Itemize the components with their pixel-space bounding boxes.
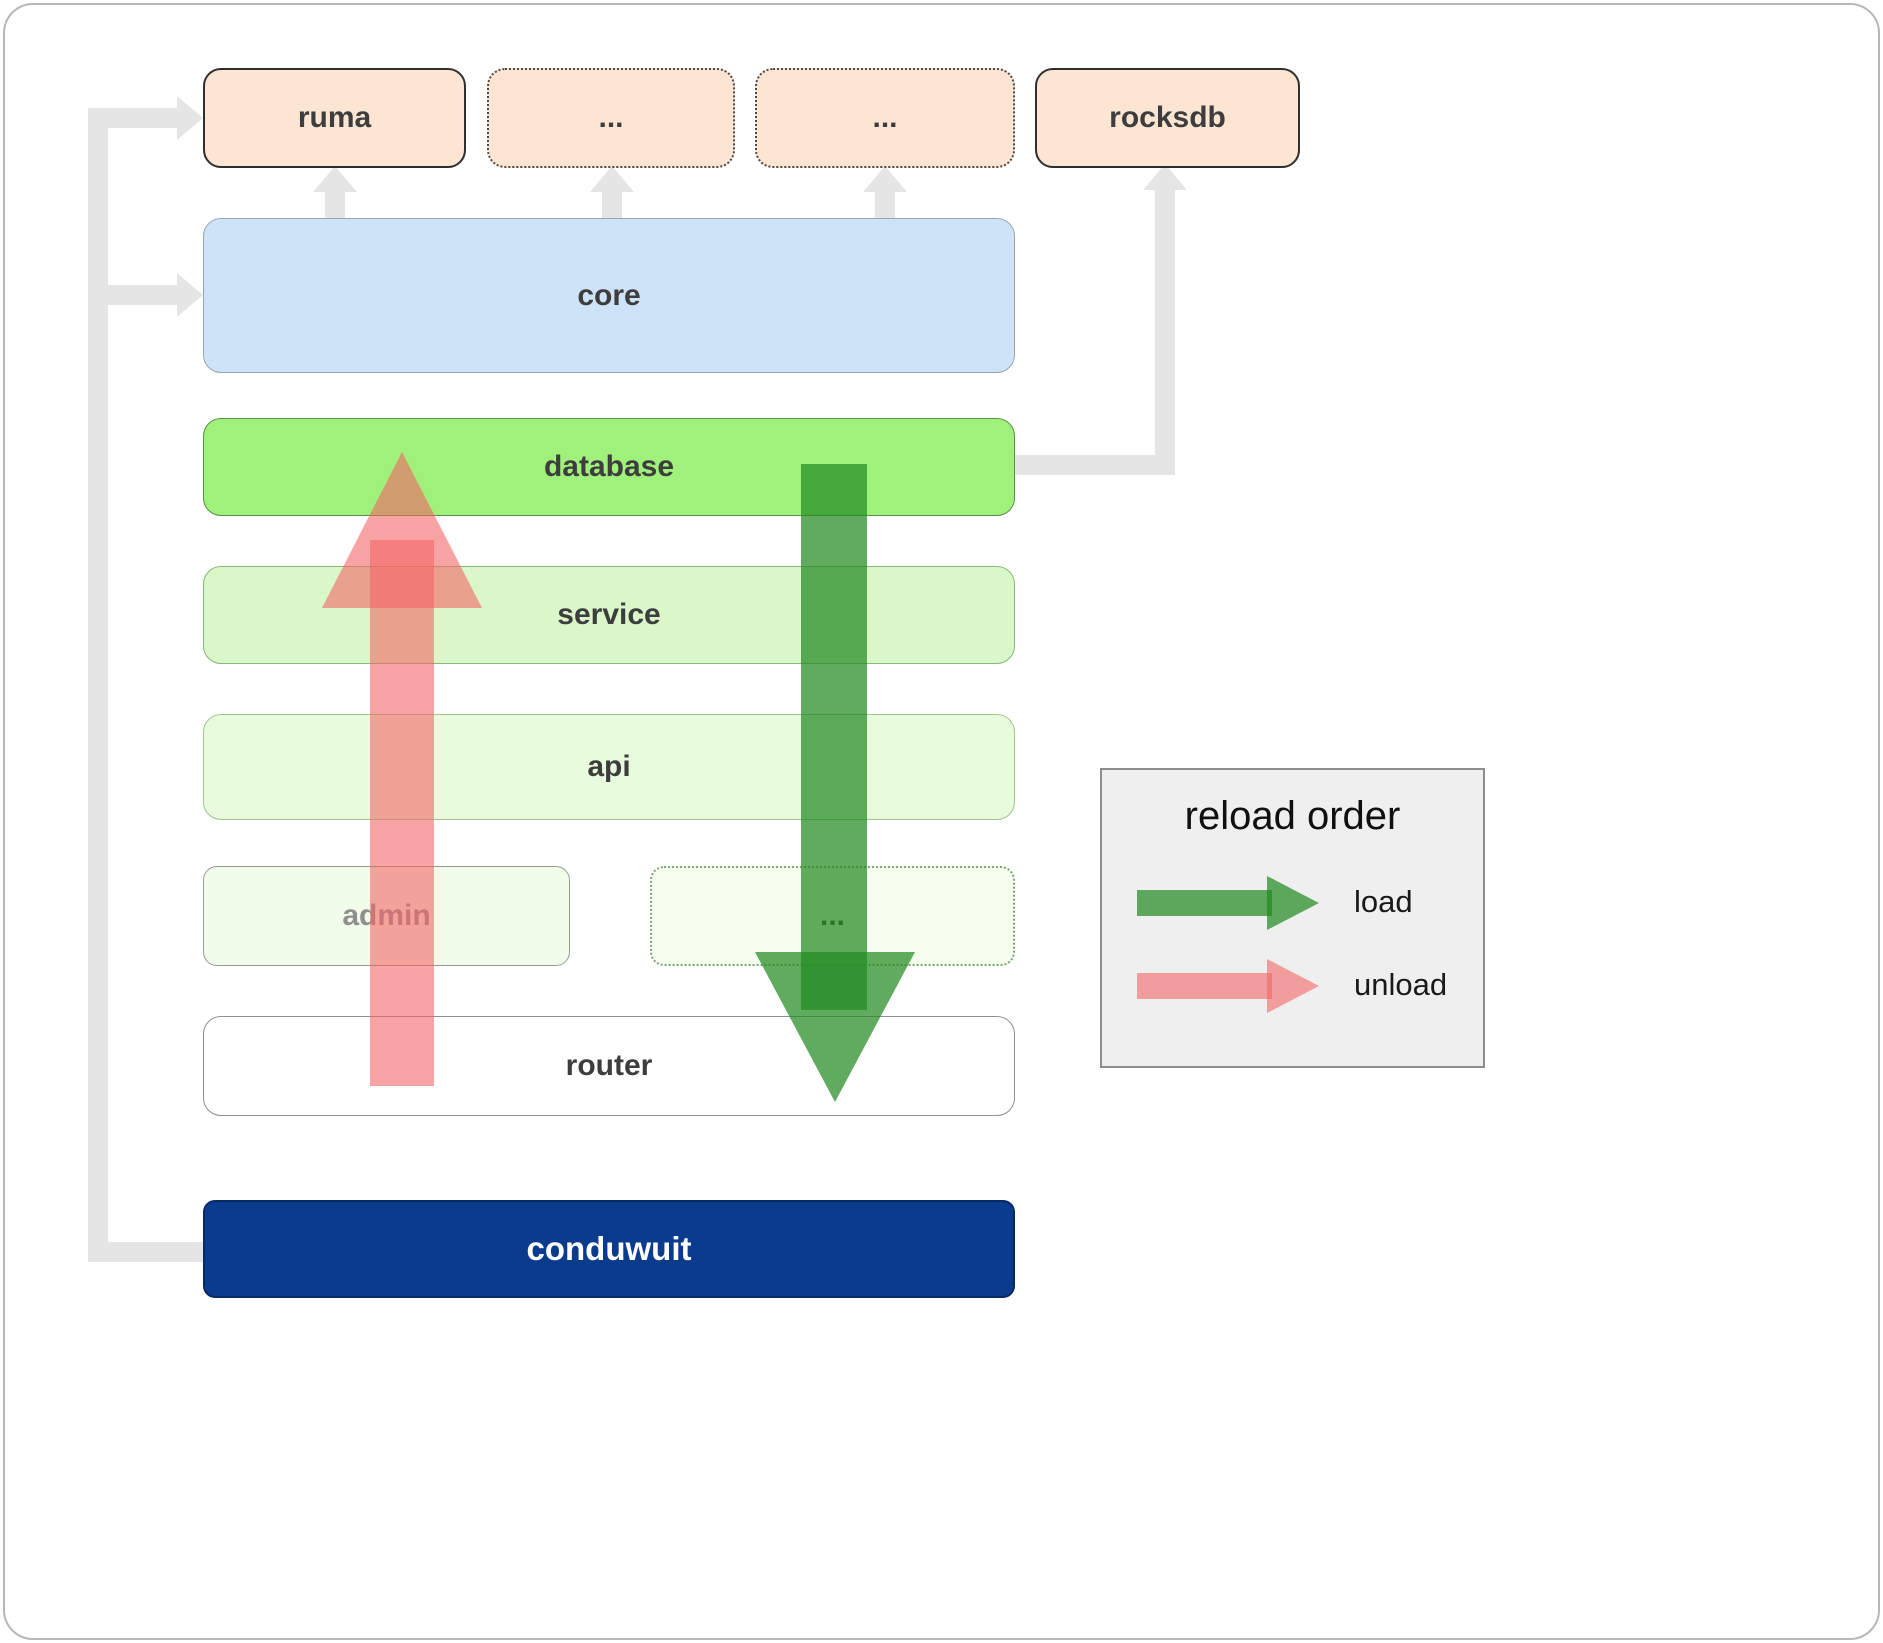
dep-arrow-core-to-ext2-head-icon (863, 166, 907, 192)
dep-arrow-conduwuit-to-ruma-horizontal (88, 108, 177, 128)
legend-load-label: load (1354, 884, 1413, 919)
legend-panel: reload order load unload (1100, 768, 1485, 1068)
ruma-label: ruma (297, 101, 372, 134)
api-label: api (587, 750, 631, 783)
dep-arrow-core-to-ext1-shaft (602, 190, 622, 219)
conduwuit-label: conduwuit (526, 1230, 692, 1267)
diagram-frame (3, 3, 1880, 1640)
dep-arrow-core-to-ext2-shaft (875, 190, 895, 219)
dep-arrow-database-to-rocksdb-head-icon (1143, 164, 1187, 190)
service-label: service (557, 598, 661, 631)
dep-arrow-conduwuit-to-ruma-head-icon (177, 96, 203, 140)
legend-unload-arrow-shaft-icon (1137, 973, 1272, 999)
conduwuit-box: conduwuit (203, 1200, 1015, 1298)
api-box: api (203, 714, 1015, 820)
rocksdb-label: rocksdb (1109, 101, 1226, 134)
unload-arrow-head-icon (322, 452, 482, 608)
legend-load-arrow-head-icon (1267, 876, 1319, 930)
external-crate-2-box: ... (755, 68, 1015, 168)
ruma-box: ruma (203, 68, 466, 168)
router-label: router (565, 1049, 653, 1082)
dep-arrow-conduwuit-to-core-head-icon (177, 273, 203, 317)
dep-arrow-database-to-rocksdb-horizontal (1015, 455, 1175, 475)
dep-arrow-core-to-ruma-shaft (325, 190, 345, 219)
legend-unload-label: unload (1354, 967, 1448, 1002)
dep-arrow-database-to-rocksdb-vertical (1155, 188, 1175, 475)
dep-arrow-conduwuit-bottom-horizontal (88, 1242, 203, 1262)
external-crate-2-label: ... (872, 101, 898, 134)
rocksdb-box: rocksdb (1035, 68, 1300, 168)
legend-title: reload order (1184, 794, 1401, 838)
external-crate-1-box: ... (487, 68, 735, 168)
legend-load-arrow-shaft-icon (1137, 890, 1272, 916)
core-label: core (577, 278, 641, 312)
dep-arrow-core-to-ext1-head-icon (590, 166, 634, 192)
load-arrow-head-icon (755, 952, 915, 1102)
external-crate-1-label: ... (598, 101, 624, 134)
unload-arrow-shaft (370, 540, 434, 1086)
load-arrow-shaft (801, 464, 867, 1010)
dep-arrow-conduwuit-vertical (88, 108, 108, 1262)
database-label: database (543, 450, 675, 483)
dep-arrow-core-to-ruma-head-icon (313, 166, 357, 192)
dep-arrow-conduwuit-to-core-horizontal (88, 285, 177, 305)
core-box: core (203, 218, 1015, 373)
legend-unload-arrow-head-icon (1267, 959, 1319, 1013)
